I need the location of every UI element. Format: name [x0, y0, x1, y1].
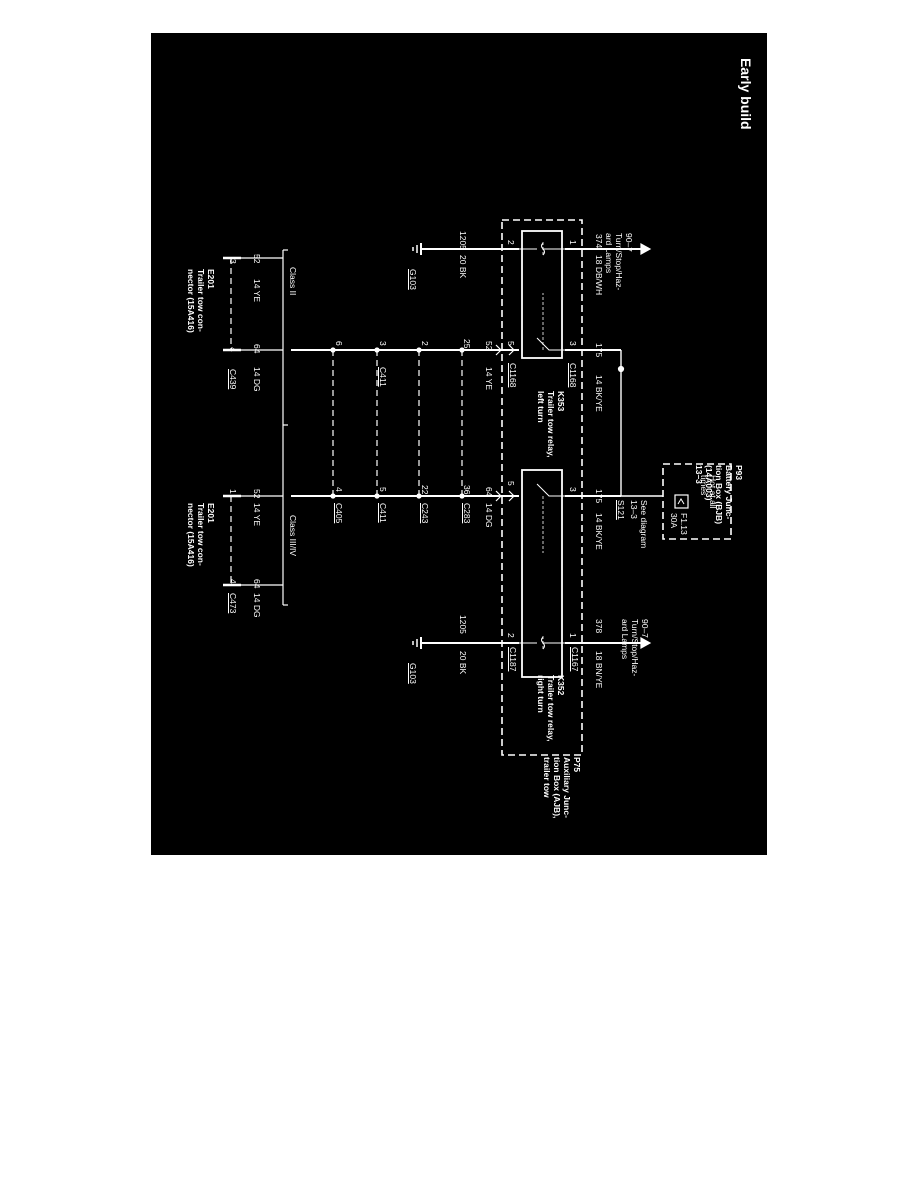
c411-right-ref: C411	[378, 503, 388, 523]
e201-right-ref: E201	[206, 503, 216, 523]
lamps-left-line-2: ard Lamps	[604, 233, 614, 274]
k352-conn-top: C1167	[570, 647, 580, 672]
ground-g103-right-icon	[412, 637, 422, 649]
lamps-left-line-1: Turn/Stop/Haz-	[614, 233, 624, 291]
c283-ref: C283	[462, 503, 472, 524]
e201-right-a-circuit: 52	[252, 489, 262, 499]
p75-name-1: Auxiliary Junc-	[562, 757, 572, 818]
c411-left-pin: 3	[378, 341, 388, 346]
wire-175-left-pin: 3	[568, 341, 578, 346]
k353-line-1: Trailer tow relay,	[546, 391, 556, 458]
e201-left-a-pin: 3	[228, 259, 238, 264]
c243-ref: C243	[420, 503, 430, 524]
wiring-diagram	[223, 219, 732, 756]
wire-52-color: 14 YE	[484, 367, 494, 391]
k353-line-2: left turn	[536, 391, 546, 423]
wire-175-right-color: 14 BK/YE	[594, 513, 604, 550]
p75-name-2: tion Box (AJB),	[552, 757, 562, 819]
wire-175-right-circuit: 175	[594, 489, 604, 504]
e201-right-b-conn: C473	[228, 593, 238, 614]
wire-374-circuit: 374	[594, 234, 604, 249]
wire-1205-left-pin: 2	[506, 240, 516, 245]
c243-left-pin: 2	[420, 341, 430, 346]
c283-right-pin: 36	[462, 485, 472, 495]
wire-52-pin: 5	[506, 341, 516, 346]
wire-175-right-pin: 3	[568, 487, 578, 492]
k353-conn-bottom: C1168	[508, 363, 518, 388]
c411-right-pin: 5	[378, 487, 388, 492]
wire-64-pin: 5	[506, 481, 516, 486]
k352-ref: K352	[556, 675, 566, 696]
p75-name-3: trailer tow	[542, 757, 552, 798]
splice-see-2: 13–3	[629, 500, 639, 519]
wire-52-circuit: 52	[484, 341, 494, 351]
e201-left-b-conn: C439	[228, 369, 238, 390]
wire-1205-right-circuit: 1205	[458, 615, 468, 634]
wire-378-pin: 1	[568, 633, 578, 638]
wire-374-color: 18 DB/WH	[594, 255, 604, 296]
e201-left-a-circuit: 52	[252, 254, 262, 264]
p93-box	[662, 463, 732, 540]
p75-box	[501, 219, 583, 756]
p75-ref: P75	[572, 757, 582, 773]
wire-378-color: 18 BN/YE	[594, 651, 604, 689]
k352-line-1: Trailer tow relay,	[546, 675, 556, 742]
diagram-title: Early build	[738, 58, 754, 130]
c405-right-pin: 4	[334, 487, 344, 492]
k353-conn-top: C1168	[568, 363, 578, 388]
wire-1205-right-pin: 2	[506, 633, 516, 638]
class-iii-label: Class III/IV	[288, 515, 298, 557]
wire-1205-left-color: 20 BK	[458, 255, 468, 279]
wire-1205-right-color: 20 BK	[458, 651, 468, 675]
class-ii-label: Class II	[288, 267, 298, 296]
e201-right-a-pin: 1	[228, 489, 238, 494]
e201-left-b-circuit: 64	[252, 344, 262, 354]
e201-left-b-pin: 4	[228, 347, 238, 352]
wire-175-left-color: 14 BK/YE	[594, 375, 604, 412]
lamps-left-ref: 90–7	[624, 233, 634, 252]
c243-right-pin: 22	[420, 485, 430, 495]
wire-1205-left-circuit: 1205	[458, 231, 468, 250]
c411-left-ref: C411	[378, 367, 388, 387]
p93-hot-2: times	[699, 475, 709, 496]
k353-relay	[521, 230, 563, 359]
e201-left-b-color: 14 DG	[252, 367, 262, 392]
fuse-ref: F1.13	[679, 513, 689, 535]
e201-right-b-circuit: 64	[252, 579, 262, 589]
ground-left-label: G103	[408, 269, 418, 290]
lamps-right-line-1: Turn/Stop/Haz-	[630, 619, 640, 677]
e201-right-b-color: 14 DG	[252, 593, 262, 618]
e201-left-a-color: 14 YE	[252, 279, 262, 303]
ground-right-label: G103	[408, 663, 418, 684]
k352-line-2: right turn	[536, 675, 546, 713]
ground-g103-left-icon	[412, 243, 422, 255]
e201-right-a-color: 14 YE	[252, 503, 262, 527]
p93-name-1: Battery Junc-	[724, 465, 734, 520]
e201-right-line-1: Trailer tow con-	[196, 503, 206, 566]
e201-left-line-2: nector (15A416)	[186, 269, 196, 333]
e201-left-ref: E201	[206, 269, 216, 289]
c283-left-pin: 25	[462, 339, 472, 349]
splice-see-1: See diagram	[639, 500, 649, 549]
wire-374-pin: 1	[568, 240, 578, 245]
wire-64-circuit: 64	[484, 487, 494, 497]
k352-relay	[521, 469, 563, 678]
splice-ref: S121	[616, 500, 626, 520]
wiring-diagram-panel: Early build P93 Battery Junc- tion Box (…	[151, 33, 767, 855]
c405-ref: C405	[334, 503, 344, 524]
e201-left-line-1: Trailer tow con-	[196, 269, 206, 332]
e201-right-line-2: nector (15A416)	[186, 503, 196, 567]
c405-left-pin: 6	[334, 341, 344, 346]
k352-conn-bottom: C1187	[508, 647, 518, 672]
fuse-icon	[674, 494, 689, 509]
wire-378-circuit: 378	[594, 619, 604, 634]
k353-ref: K353	[556, 391, 566, 412]
lamps-right-ref: 90–7	[640, 619, 650, 638]
wire-64-color: 14 DG	[484, 503, 494, 528]
lamps-right-line-2: ard Lamps	[620, 619, 630, 660]
p93-ref: P93	[734, 465, 744, 481]
wire-175-left-circuit: 175	[594, 343, 604, 358]
fuse-amp: 30A	[669, 513, 679, 529]
e201-right-b-pin: 4	[228, 579, 238, 584]
